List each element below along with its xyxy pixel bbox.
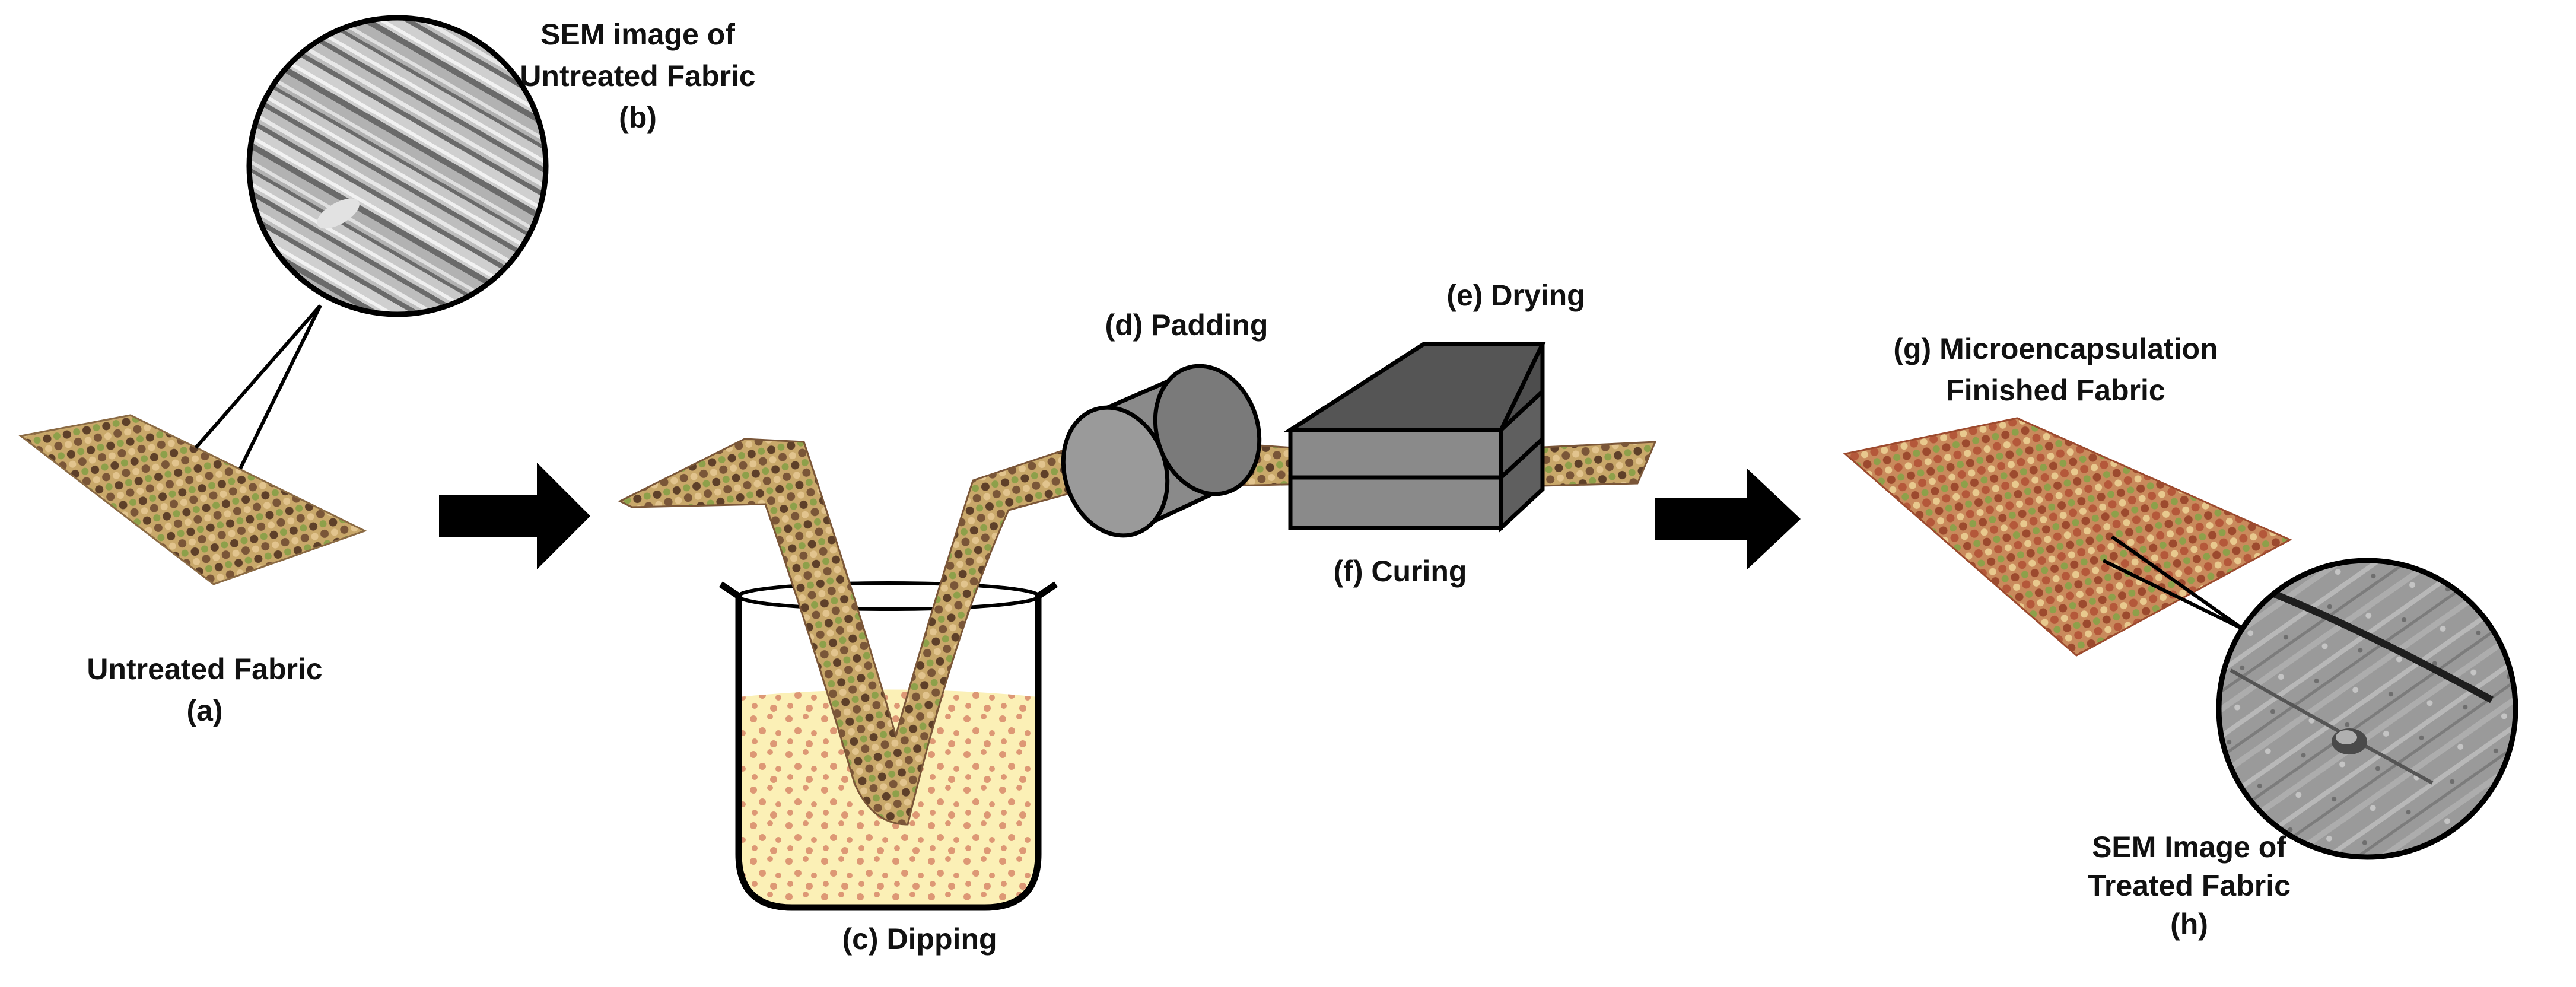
label-drying: (e) Drying — [1446, 279, 1585, 312]
label-sem-untreated-line1: SEM image of — [540, 18, 735, 51]
padding-roller — [1061, 364, 1262, 538]
magnifier-lines-untreated — [194, 304, 322, 470]
arrow-right-2 — [1655, 469, 1801, 569]
label-sem-treated-line3: (h) — [2170, 908, 2208, 941]
sem-untreated-image — [246, 15, 549, 317]
label-curing: (f) Curing — [1334, 555, 1467, 588]
label-padding: (d) Padding — [1105, 308, 1268, 342]
arrow-right-1 — [439, 463, 590, 569]
magnifier-lines-treated — [2102, 535, 2244, 631]
label-finished-fabric-line1: (g) Microencapsulation — [1893, 332, 2218, 365]
label-sem-untreated: SEM image of Untreated Fabric (b) — [520, 18, 755, 134]
untreated-fabric — [18, 414, 367, 585]
label-untreated-fabric-line1: Untreated Fabric — [87, 652, 322, 686]
label-finished-fabric-line2: Finished Fabric — [1946, 374, 2165, 407]
label-untreated-fabric-line2: (a) — [186, 694, 222, 727]
label-sem-treated: SEM Image of Treated Fabric (h) — [2088, 830, 2291, 941]
label-sem-treated-line1: SEM Image of — [2092, 830, 2286, 864]
label-finished-fabric: (g) Microencapsulation Finished Fabric — [1893, 332, 2218, 407]
label-sem-untreated-line2: Untreated Fabric — [520, 59, 755, 93]
sem-treated-image — [2216, 558, 2518, 860]
label-untreated-fabric: Untreated Fabric (a) — [87, 652, 322, 727]
drying-curing-oven — [1283, 342, 1546, 533]
label-dipping: (c) Dipping — [842, 922, 997, 956]
label-sem-untreated-line3: (b) — [619, 101, 657, 134]
label-sem-treated-line2: Treated Fabric — [2088, 869, 2291, 902]
